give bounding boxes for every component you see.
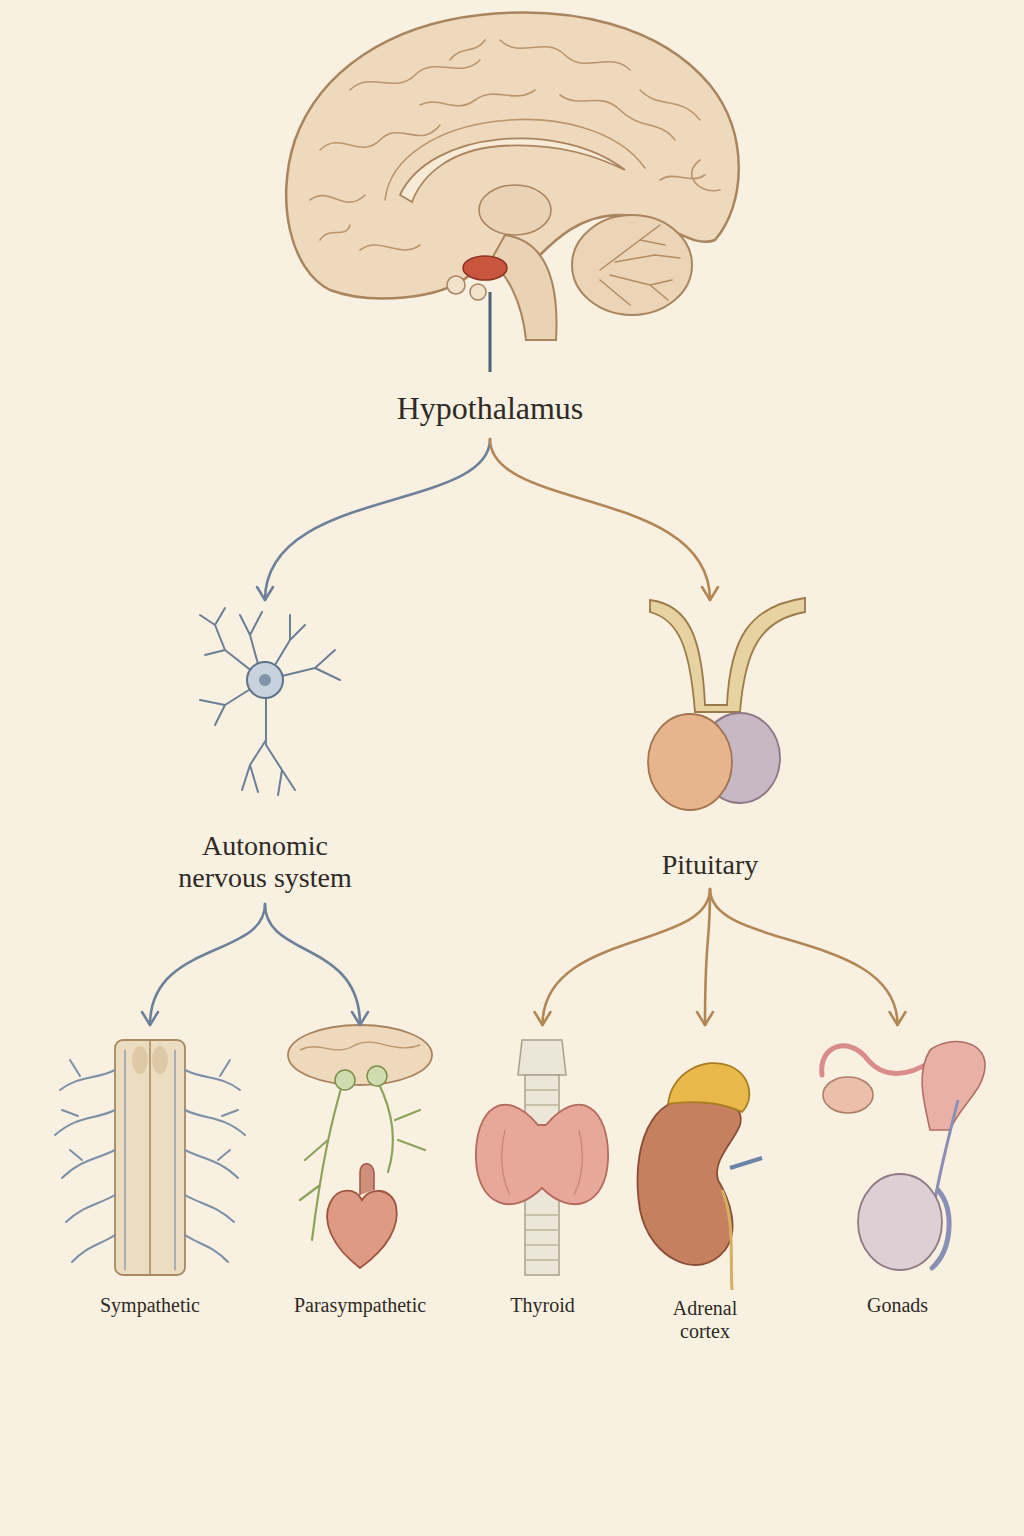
organ-node: Thyroid — [470, 1025, 615, 1325]
pituitary-illustration — [648, 598, 805, 810]
connector-arrow — [265, 904, 368, 1025]
connector-arrow — [535, 889, 711, 1025]
node-label: Adrenal cortex — [658, 1297, 753, 1343]
gonads-illustration — [822, 1042, 985, 1270]
spinal-cord-illustration — [55, 1040, 245, 1275]
parasympathetic-illustration — [288, 1025, 432, 1268]
organ-node: Sympathetic — [50, 1025, 250, 1325]
organ-node: Pituitary — [605, 600, 815, 885]
node-label: Hypothalamus — [397, 390, 584, 427]
connector-arrow — [710, 889, 906, 1025]
organ-node: Hypothalamus — [300, 10, 680, 435]
organ-node: Autonomic nervous system — [150, 600, 380, 900]
node-label: Pituitary — [662, 849, 758, 881]
connector-arrow — [257, 439, 490, 600]
node-label: Parasympathetic — [294, 1294, 426, 1317]
neuron-illustration — [200, 608, 340, 795]
thyroid-illustration — [476, 1040, 608, 1275]
node-label: Sympathetic — [100, 1294, 200, 1317]
node-label: Gonads — [867, 1294, 928, 1317]
organ-node: Parasympathetic — [255, 1025, 465, 1325]
connector-arrow — [490, 439, 718, 600]
brain-illustration — [286, 13, 739, 372]
organ-node: Adrenal cortex — [625, 1025, 785, 1347]
connector-arrow — [697, 889, 713, 1025]
node-label: Autonomic nervous system — [158, 830, 373, 894]
node-label: Thyroid — [510, 1294, 574, 1317]
kidney-adrenal-illustration — [638, 1063, 763, 1290]
organ-node: Gonads — [800, 1025, 995, 1325]
connector-arrow — [142, 904, 265, 1025]
